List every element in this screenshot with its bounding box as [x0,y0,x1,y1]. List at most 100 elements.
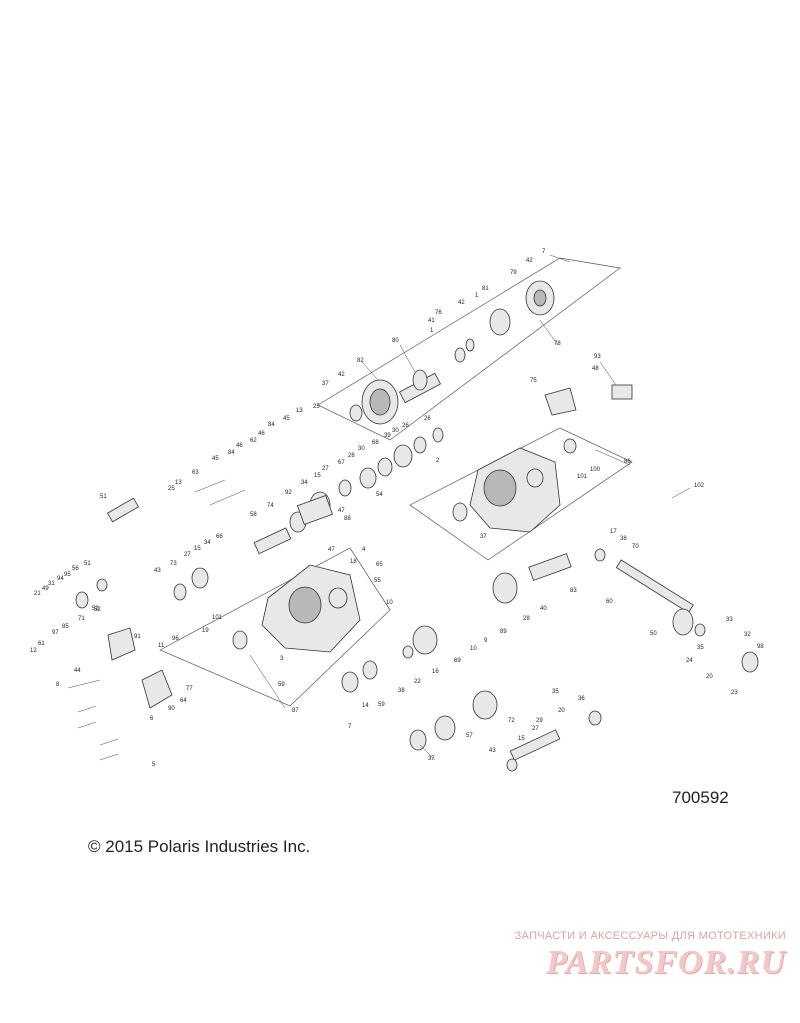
callout-label: 47 [328,547,335,553]
watermark-tagline: ЗАПЧАСТИ И АКСЕССУАРЫ ДЛЯ МОТОТЕХНИКИ [514,930,786,942]
callout-label: 44 [74,668,81,674]
upper-shaft-assembly [349,280,555,425]
middle-gear-shaft [253,427,444,555]
callout-label: 47 [338,508,345,514]
diagram-reference-number: 700592 [672,788,729,807]
callout-label: 7 [542,249,546,255]
callout-label: 48 [592,366,599,372]
callout-label: 90 [168,706,175,712]
callout-label: 36 [578,696,585,702]
callout-label: 54 [376,492,383,498]
callout-label: 25 [313,404,320,410]
callout-label: 26 [348,453,355,459]
callout-label: 59 [278,682,285,688]
callout-label: 26 [402,423,409,429]
callout-label: 5 [152,762,156,768]
callout-label: 100 [590,467,601,473]
callout-label: 34 [301,480,308,486]
callout-label: 23 [731,690,738,696]
callout-label: 70 [632,544,639,550]
callout-label: 101 [212,615,223,621]
callout-label: 102 [694,483,705,489]
callout-label: 55 [374,578,381,584]
callout-label: 88 [344,516,351,522]
callout-label: 64 [180,698,187,704]
callout-label: 33 [726,617,733,623]
callout-label: 35 [552,689,559,695]
callout-label: 7 [348,724,352,730]
callout-label: 15 [314,473,321,479]
callout-label: 80 [392,338,399,344]
callout-label: 46 [258,431,265,437]
callout-label: 91 [134,634,141,640]
callout-label: 2 [436,458,440,464]
callout-label: 22 [414,679,421,685]
callout-label: 82 [357,358,364,364]
callout-label: 101 [577,474,588,480]
callout-label: 57 [466,733,473,739]
callout-label: 37 [322,381,329,387]
callout-label: 8 [56,682,60,688]
callout-label: 42 [526,258,533,264]
callout-label: 58 [250,512,257,518]
callout-label: 45 [212,456,219,462]
callout-label: 21 [34,591,41,597]
callout-label: 79 [510,270,517,276]
callout-label: 14 [362,703,369,709]
callout-label: 16 [432,669,439,675]
callout-label: 85 [62,624,69,630]
callout-label: 52 [94,607,101,613]
callout-label: 51 [84,561,91,567]
callout-label: 96 [172,636,179,642]
callout-label: 65 [376,562,383,568]
callout-label: 50 [650,631,657,637]
callout-label: 15 [194,546,201,552]
callout-label: 29 [536,718,543,724]
callout-label: 6 [150,716,154,722]
callout-label: 73 [170,561,177,567]
callout-label: 66 [216,534,223,540]
watermark-brand-logo: PARTSFOR.RU [546,944,786,981]
callout-label: 74 [267,503,274,509]
callout-label: 15 [518,736,525,742]
lower-gear-set [341,625,602,772]
callout-label: 71 [78,616,85,622]
callout-label: 43 [154,568,161,574]
callout-label: 84 [268,422,275,428]
fasteners [67,479,246,761]
callout-label: 32 [744,632,751,638]
callout-label: 4 [362,547,366,553]
right-case-half [452,438,577,533]
callout-label: 56 [72,566,79,572]
callout-label: 89 [500,629,507,635]
callout-label: 98 [757,644,764,650]
callout-label: 69 [454,658,461,664]
callout-label: 45 [283,416,290,422]
callout-label: 62 [250,438,257,444]
callout-label: 35 [697,645,704,651]
callout-label: 26 [424,416,431,422]
callout-label: 51 [100,494,107,500]
callout-label: 59 [378,702,385,708]
callout-label: 17 [610,529,617,535]
callout-label: 97 [52,630,59,636]
callout-label: 38 [620,536,627,542]
callout-label: 83 [570,588,577,594]
callout-label: 1 [430,328,434,334]
callout-label: 28 [523,616,530,622]
callout-label: 75 [530,378,537,384]
callout-label: 95 [64,572,71,578]
callout-label: 11 [158,643,165,649]
callout-label: 78 [554,341,561,347]
left-case-half [232,564,361,653]
callout-labels: 7 42 79 81 1 42 76 41 1 80 82 42 37 78 9… [30,249,764,768]
callout-label: 94 [57,576,64,582]
callout-label: 37 [428,756,435,762]
callout-label: 20 [558,708,565,714]
callout-label: 60 [606,599,613,605]
callout-label: 13 [296,408,303,414]
upper-shaft-frame [317,257,621,441]
callout-label: 30 [392,428,399,434]
callout-label: 10 [470,646,477,652]
